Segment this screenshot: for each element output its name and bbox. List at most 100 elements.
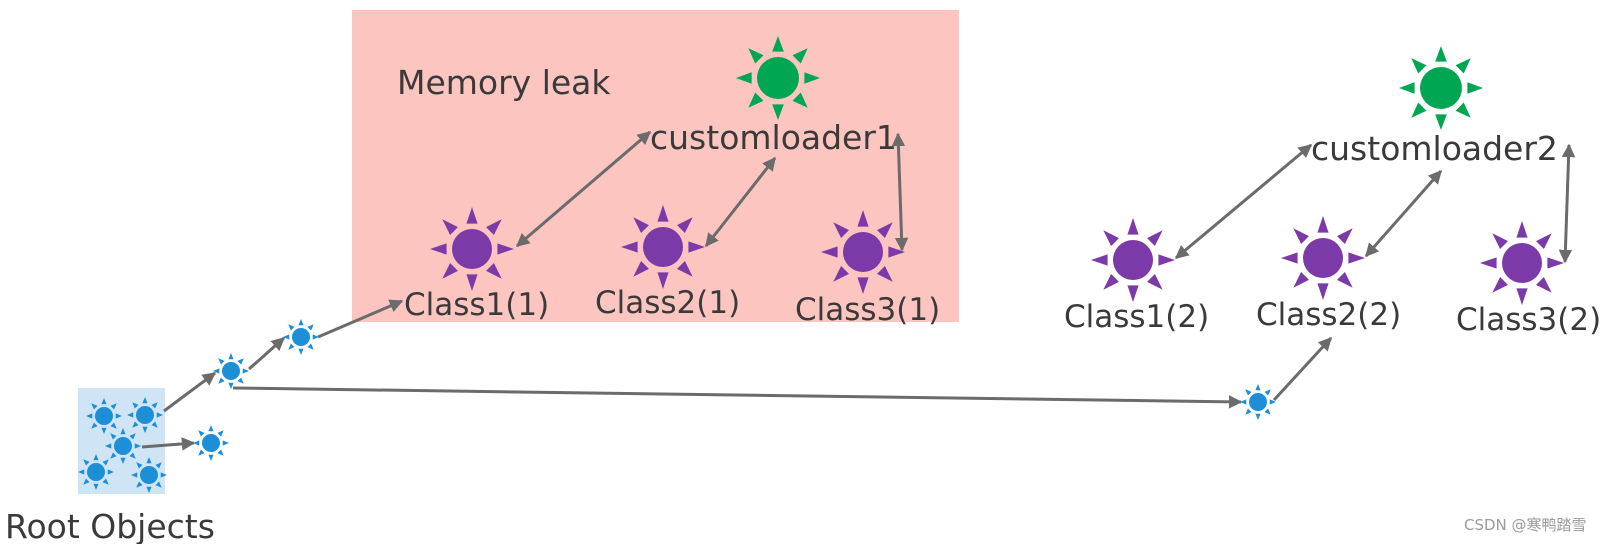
class1-2-node-ray	[1103, 274, 1119, 290]
object-d-ray	[1255, 413, 1261, 420]
memory-leak-label: Memory leak	[397, 63, 611, 102]
object-d	[1240, 384, 1276, 420]
arrow-class3-2-loader2	[1558, 143, 1576, 264]
root-object-1-ray	[91, 422, 98, 429]
class1-1-node-ray	[497, 243, 514, 255]
arrow-object-b-to-class1-1	[317, 299, 404, 339]
class2-1-node-ray	[688, 241, 705, 253]
root-object-4-ray	[107, 469, 114, 475]
class2-2-node-ray	[1337, 228, 1353, 244]
root-object-2-ray	[127, 412, 134, 418]
object-c-core	[202, 434, 220, 452]
class3-1-node	[821, 210, 905, 294]
root-object-5-ray	[160, 472, 167, 478]
class1-2-node-ray	[1158, 254, 1175, 266]
object-a-ray	[228, 353, 234, 360]
class2-2-node	[1281, 216, 1365, 300]
object-a-ray	[218, 377, 225, 384]
object-c-ray	[217, 449, 224, 456]
object-d-ray	[1245, 408, 1252, 415]
root-object-5-core	[140, 466, 158, 484]
object-a-ray	[218, 358, 225, 365]
root-object-4-ray	[83, 478, 90, 485]
class2-2-label: Class2(2)	[1256, 297, 1401, 333]
root-object-4-core	[87, 463, 105, 481]
object-c-ray	[208, 425, 214, 432]
class2-2-node-ray	[1293, 272, 1309, 288]
class3-2-label: Class3(2)	[1456, 302, 1601, 338]
object-b-ray	[307, 343, 314, 350]
loader1-node-ray	[748, 92, 764, 108]
class3-1-node-ray	[833, 222, 849, 238]
root-object-2-ray	[151, 402, 158, 409]
object-a-core	[222, 362, 240, 380]
loader2-node-core	[1420, 67, 1462, 109]
loader1-node-ray	[772, 36, 784, 52]
diagram-nodes	[78, 36, 1564, 493]
class3-2-node-ray	[1516, 288, 1528, 305]
object-a-ray	[213, 368, 220, 374]
root-object-3-ray	[110, 452, 117, 459]
root-object-4-ray	[102, 459, 109, 466]
object-d-ray	[1269, 399, 1276, 405]
root-object-1-ray	[115, 413, 122, 419]
customloader2-label: customloader2	[1311, 129, 1558, 168]
class3-1-node-ray	[877, 266, 893, 282]
object-a	[213, 353, 249, 389]
class2-1-node	[621, 205, 705, 289]
root-object-1-ray	[86, 413, 93, 419]
arrow-class2-2-loader2	[1364, 169, 1443, 258]
object-a-ray	[228, 382, 234, 389]
arrow-class2-1-loader1	[704, 156, 777, 248]
customloader1-label: customloader1	[650, 118, 897, 157]
object-b-ray	[307, 324, 314, 331]
class3-1-label: Class3(1)	[795, 292, 940, 328]
loader2-node-ray	[1455, 58, 1471, 74]
class2-1-node-core	[643, 227, 683, 267]
arrow-class1-2-loader2	[1174, 143, 1313, 260]
watermark: CSDN @寒鸭踏雪	[1464, 516, 1587, 534]
root-object-5-ray	[131, 472, 138, 478]
class3-1-node-ray	[857, 277, 869, 294]
memory-leak-region	[352, 10, 959, 322]
root-object-2-ray	[132, 402, 139, 409]
class2-2-node-ray	[1337, 272, 1353, 288]
class2-1-node-ray	[677, 261, 693, 277]
root-object-5-ray	[155, 481, 162, 488]
class1-1-node-core	[452, 229, 492, 269]
root-object-3-ray	[110, 433, 117, 440]
class1-1-node-ray	[442, 263, 458, 279]
root-object-2-core	[136, 406, 154, 424]
class2-2-node-ray	[1281, 252, 1298, 264]
class2-1-node-ray	[657, 205, 669, 222]
root-object-2	[127, 397, 163, 433]
loader2-node-ray	[1399, 82, 1415, 94]
loader1-node	[736, 36, 820, 120]
class3-2-node-ray	[1516, 221, 1528, 238]
object-c-ray	[193, 440, 200, 446]
class3-1-node-ray	[833, 266, 849, 282]
loader2-node-ray	[1435, 46, 1447, 62]
class1-1-node-ray	[486, 263, 502, 279]
class1-1-node	[430, 207, 514, 291]
root-object-2-ray	[132, 421, 139, 428]
root-object-3-ray	[120, 428, 126, 435]
arrow-root-to-object-a	[163, 371, 217, 413]
root-object-4-ray	[93, 454, 99, 461]
class3-2-node-ray	[1480, 257, 1497, 269]
root-objects-label: Root Objects	[5, 507, 215, 544]
class1-2-node	[1091, 218, 1175, 302]
object-c-ray	[217, 430, 224, 437]
object-d-ray	[1255, 384, 1261, 391]
loader1-node-ray	[792, 92, 808, 108]
loader1-node-ray	[736, 72, 752, 84]
class3-2-node-ray	[1547, 257, 1564, 269]
object-c-ray	[198, 449, 205, 456]
object-b-core	[292, 328, 310, 346]
class3-1-node-ray	[821, 246, 838, 258]
class1-2-node-ray	[1147, 274, 1163, 290]
arrow-object-a-to-object-b	[248, 336, 286, 371]
object-d-core	[1249, 393, 1267, 411]
class2-2-node-ray	[1348, 252, 1365, 264]
